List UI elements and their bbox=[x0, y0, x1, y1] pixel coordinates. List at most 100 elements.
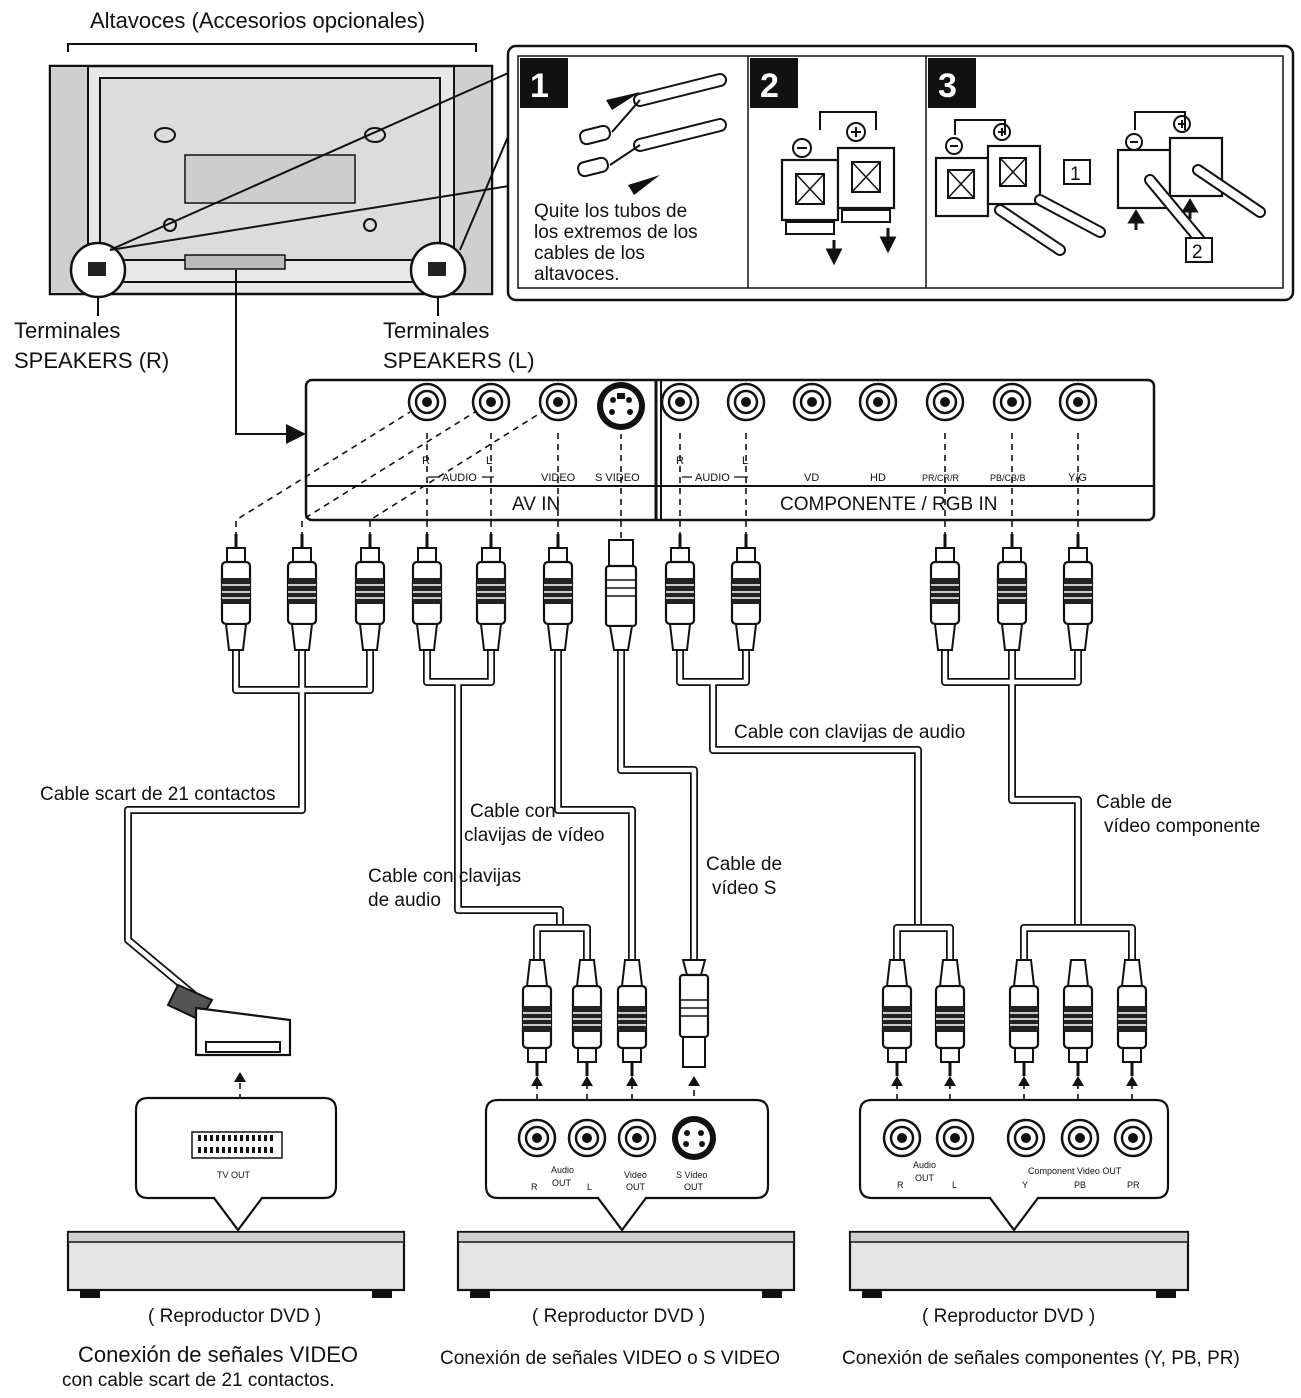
step3-number: 3 bbox=[938, 67, 957, 105]
right-dvd-name: ( Reproductor DVD ) bbox=[922, 1306, 1095, 1327]
audio-cable-label-1: Cable con clavijas bbox=[368, 866, 521, 887]
vd-jack bbox=[792, 382, 832, 422]
terminal-left-line1: Terminales bbox=[383, 318, 489, 343]
right-caption: Conexión de señales componentes (Y, PB, … bbox=[842, 1348, 1240, 1369]
yg-plug bbox=[1062, 532, 1094, 652]
mid-video-label: Video bbox=[624, 1170, 647, 1180]
right-component-label: Component Video OUT bbox=[1028, 1166, 1122, 1176]
audio-right-cable-label: Cable con clavijas de audio bbox=[734, 722, 965, 743]
dvd2-pb-jack bbox=[1060, 1118, 1100, 1158]
dvd2-audio-l-jack bbox=[935, 1118, 975, 1158]
audio-plug-r bbox=[411, 532, 443, 652]
middle-dvd-name: ( Reproductor DVD ) bbox=[532, 1306, 705, 1327]
comp-audio-r-jack bbox=[660, 382, 700, 422]
svideo-plug bbox=[604, 538, 638, 652]
av-audio-l-jack bbox=[471, 382, 511, 422]
audio-plug-l bbox=[475, 532, 507, 652]
vd-label: VD bbox=[804, 472, 819, 484]
av-audio-label: AUDIO bbox=[442, 472, 477, 484]
dvd-audio-r-jack bbox=[517, 1118, 557, 1158]
pr-plug bbox=[929, 532, 961, 652]
svideo-cable-label-1: Cable de bbox=[706, 854, 782, 875]
dvd-audio-plug-r bbox=[521, 958, 553, 1078]
step1-text-line1: Quite los tubos de bbox=[534, 201, 687, 222]
dvd-video-plug bbox=[616, 958, 648, 1078]
speaker-steps-box: 1 2 3 Quite los tubos de los extremos de… bbox=[506, 44, 1295, 302]
device-left: TV OUT ( Reproductor DVD ) Conexión de s… bbox=[62, 1096, 406, 1391]
comp-audio-plug-l bbox=[730, 532, 762, 652]
video-cable-label-2: clavijas de vídeo bbox=[464, 825, 604, 846]
av-l-label: L bbox=[486, 455, 492, 467]
dvd2-y-plug bbox=[1008, 958, 1040, 1078]
mid-r-label: R bbox=[531, 1182, 538, 1192]
component-rgb-title: COMPONENTE / RGB IN bbox=[780, 494, 997, 515]
terminal-right-line1: Terminales bbox=[14, 318, 120, 343]
step1-text-line3: cables de los bbox=[534, 243, 645, 264]
lower-plugs bbox=[521, 958, 1148, 1078]
mid-svideo-out: OUT bbox=[684, 1182, 704, 1192]
pr-label: PR/CR/R bbox=[922, 473, 960, 483]
av-video-jack bbox=[538, 382, 578, 422]
right-l-label: L bbox=[952, 1180, 957, 1190]
terminal-left-line2: SPEAKERS (L) bbox=[383, 348, 535, 373]
step3-sub2: 2 bbox=[1192, 242, 1203, 263]
dvd2-audio-r-jack bbox=[882, 1118, 922, 1158]
comp-l-label: L bbox=[742, 455, 748, 467]
upper-plugs bbox=[220, 532, 1094, 652]
hd-jack bbox=[858, 382, 898, 422]
scart-plug-3 bbox=[354, 532, 386, 652]
wire-insert-illustration: 1 2 bbox=[934, 111, 1266, 263]
terminal-right-line2: SPEAKERS (R) bbox=[14, 348, 169, 373]
pb-plug bbox=[996, 532, 1028, 652]
device-middle: Audio OUT R L Video OUT S Video OUT ( Re… bbox=[440, 1098, 796, 1369]
pb-jack bbox=[992, 382, 1032, 422]
component-cable-label-1: Cable de bbox=[1096, 792, 1172, 813]
right-out-label: OUT bbox=[915, 1173, 935, 1183]
left-dvd-name: ( Reproductor DVD ) bbox=[148, 1306, 321, 1327]
cables bbox=[124, 646, 1136, 1004]
step3-sub1: 1 bbox=[1070, 164, 1081, 185]
comp-audio-plug-r bbox=[664, 532, 696, 652]
av-svideo-label: S VIDEO bbox=[595, 472, 640, 484]
speakers-title: Altavoces (Accesorios opcionales) bbox=[90, 8, 425, 33]
device-right: Audio OUT R L Component Video OUT Y PB P… bbox=[842, 1098, 1240, 1369]
dvd2-pr-plug bbox=[1116, 958, 1148, 1078]
right-y-label: Y bbox=[1022, 1180, 1028, 1190]
dvd2-audio-plug-l bbox=[934, 958, 966, 1078]
mid-l-label: L bbox=[587, 1182, 592, 1192]
dvd2-pb-plug bbox=[1062, 958, 1094, 1078]
component-cable-label-2: vídeo componente bbox=[1104, 816, 1260, 837]
right-audio-label: Audio bbox=[913, 1160, 936, 1170]
scart-cable-label: Cable scart de 21 contactos bbox=[40, 784, 276, 805]
video-cable-label-1: Cable con bbox=[470, 801, 556, 822]
scart-plug-2 bbox=[286, 532, 318, 652]
av-audio-r-jack bbox=[407, 382, 447, 422]
dvd-video-jack bbox=[617, 1118, 657, 1158]
video-plug bbox=[542, 532, 574, 652]
dvd-svideo-jack bbox=[672, 1116, 716, 1160]
av-r-label: R bbox=[422, 455, 430, 467]
right-pr-label: PR bbox=[1127, 1180, 1140, 1190]
comp-audio-l-jack bbox=[726, 382, 766, 422]
step1-text-line4: altavoces. bbox=[534, 264, 620, 285]
scart-plug-1 bbox=[220, 532, 252, 652]
yg-jack bbox=[1058, 382, 1098, 422]
dvd-audio-l-jack bbox=[567, 1118, 607, 1158]
tv-rear-illustration: Altavoces (Accesorios opcionales) Termin… bbox=[14, 8, 535, 444]
mid-video-out: OUT bbox=[626, 1182, 646, 1192]
hd-label: HD bbox=[870, 472, 886, 484]
mid-svideo-label: S Video bbox=[676, 1170, 707, 1180]
pb-label: PB/CB/B bbox=[990, 473, 1026, 483]
right-r-label: R bbox=[897, 1180, 904, 1190]
right-pb-label: PB bbox=[1074, 1180, 1086, 1190]
mid-out-label: OUT bbox=[552, 1178, 572, 1188]
svideo-cable-label-2: vídeo S bbox=[712, 878, 776, 899]
dvd2-audio-plug-r bbox=[881, 958, 913, 1078]
left-caption-2: con cable scart de 21 contactos. bbox=[62, 1370, 335, 1391]
tube-removal-illustration bbox=[577, 73, 727, 195]
dvd-svideo-plug bbox=[678, 959, 710, 1068]
connector-panel: R AUDIO L VIDEO S VIDEO R AUDIO L VD HD … bbox=[304, 378, 1156, 522]
pr-jack bbox=[925, 382, 965, 422]
